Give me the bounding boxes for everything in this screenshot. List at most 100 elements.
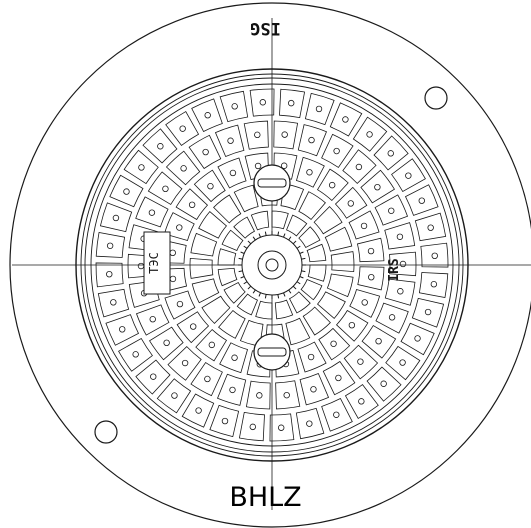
pattern-tile xyxy=(216,373,247,406)
pattern-tile xyxy=(191,98,223,133)
pattern-dot xyxy=(281,131,288,138)
pattern-tile xyxy=(97,288,130,318)
pattern-tile xyxy=(255,300,273,320)
pattern-tile xyxy=(357,266,385,291)
pattern-dot xyxy=(388,207,395,214)
pattern-dot xyxy=(430,281,438,288)
pattern-tile xyxy=(295,407,325,440)
pattern-tile xyxy=(321,397,353,432)
pattern-tile xyxy=(404,184,439,216)
pattern-tile xyxy=(95,231,126,258)
pattern-tile xyxy=(176,311,210,344)
pattern-dot xyxy=(169,275,177,283)
pattern-dot xyxy=(328,181,336,189)
pattern-tile xyxy=(189,257,214,279)
pattern-tile xyxy=(193,169,226,203)
pattern-tile xyxy=(238,411,265,442)
pattern-dot xyxy=(315,105,323,113)
center-hub xyxy=(238,231,306,299)
pattern-tile xyxy=(286,214,308,237)
pattern-dot xyxy=(231,354,238,361)
pattern-dot xyxy=(348,321,356,329)
pattern-dot xyxy=(188,201,196,209)
pattern-dot xyxy=(388,314,396,321)
pattern-dot xyxy=(306,169,313,176)
pattern-tile xyxy=(198,211,228,239)
pattern-tile xyxy=(361,325,397,359)
pattern-tile xyxy=(389,251,417,277)
pattern-tile xyxy=(271,210,289,230)
pattern-dot xyxy=(342,116,349,123)
pattern-tile xyxy=(285,317,311,346)
pattern-tile xyxy=(316,291,346,319)
pattern-tile xyxy=(298,191,326,221)
pattern-tile xyxy=(349,288,381,318)
pattern-dot xyxy=(149,316,156,323)
bolt-holes xyxy=(94,86,448,444)
pattern-tile xyxy=(164,290,196,320)
pattern-tile xyxy=(165,150,201,186)
pattern-tile xyxy=(236,293,258,316)
pattern-dot xyxy=(195,407,202,414)
pattern-tile xyxy=(190,232,218,257)
pattern-tile xyxy=(384,278,416,306)
pattern-tile xyxy=(297,341,327,373)
pattern-tile xyxy=(243,120,269,150)
pattern-tile xyxy=(373,135,409,171)
pattern-tile xyxy=(360,169,395,204)
pattern-dot xyxy=(399,359,406,366)
pattern-dot xyxy=(176,224,183,231)
pattern-tile xyxy=(223,281,246,304)
pattern-dot xyxy=(396,233,404,240)
pattern-dot xyxy=(358,398,365,405)
pattern-dot xyxy=(368,273,375,281)
pattern-tile xyxy=(335,309,369,342)
pattern-tile xyxy=(181,393,215,428)
lifting-handle xyxy=(253,164,291,202)
pattern-dot xyxy=(150,373,157,380)
pattern-tile xyxy=(105,314,140,346)
pattern-dot xyxy=(119,326,126,333)
model-label: BHLZ xyxy=(229,482,302,513)
pattern-dot xyxy=(375,337,382,345)
pattern-dot xyxy=(204,112,211,119)
pattern-dot xyxy=(179,125,186,132)
pattern-tile xyxy=(165,111,200,146)
pattern-tile xyxy=(306,243,327,263)
pattern-tile xyxy=(188,134,222,170)
pattern-dot xyxy=(310,386,317,393)
pattern-tile xyxy=(400,322,435,356)
pattern-tile xyxy=(352,116,388,152)
pattern-tile xyxy=(348,210,380,240)
pattern-tile xyxy=(250,210,270,231)
pattern-tile xyxy=(411,297,445,328)
pattern-tile xyxy=(175,188,209,221)
pattern-tile xyxy=(118,337,153,372)
pattern-tile xyxy=(135,304,170,336)
pattern-dot xyxy=(424,308,432,316)
pattern-tile xyxy=(99,202,133,233)
pattern-dot xyxy=(221,417,229,425)
pattern-tile xyxy=(135,359,171,395)
pattern-tile xyxy=(342,149,377,184)
pattern-tile xyxy=(295,156,325,188)
pattern-tile xyxy=(273,120,299,150)
pattern-tile xyxy=(418,272,449,299)
pattern-dot xyxy=(207,183,214,190)
pattern-tile xyxy=(221,229,244,251)
handle-slot xyxy=(257,178,287,188)
bolt-hole-bottom-left xyxy=(94,420,118,444)
pattern-dot xyxy=(277,424,285,431)
pattern-dot xyxy=(366,131,373,138)
pattern-tile xyxy=(329,102,363,137)
pattern-tile xyxy=(191,278,220,304)
pattern-dot xyxy=(288,99,295,107)
pattern-tile xyxy=(218,309,246,339)
pattern-dot xyxy=(360,222,368,230)
pattern-dot xyxy=(357,358,364,365)
pattern-dot xyxy=(137,262,145,270)
pattern-tile xyxy=(313,206,343,235)
pattern-dot xyxy=(259,99,267,106)
